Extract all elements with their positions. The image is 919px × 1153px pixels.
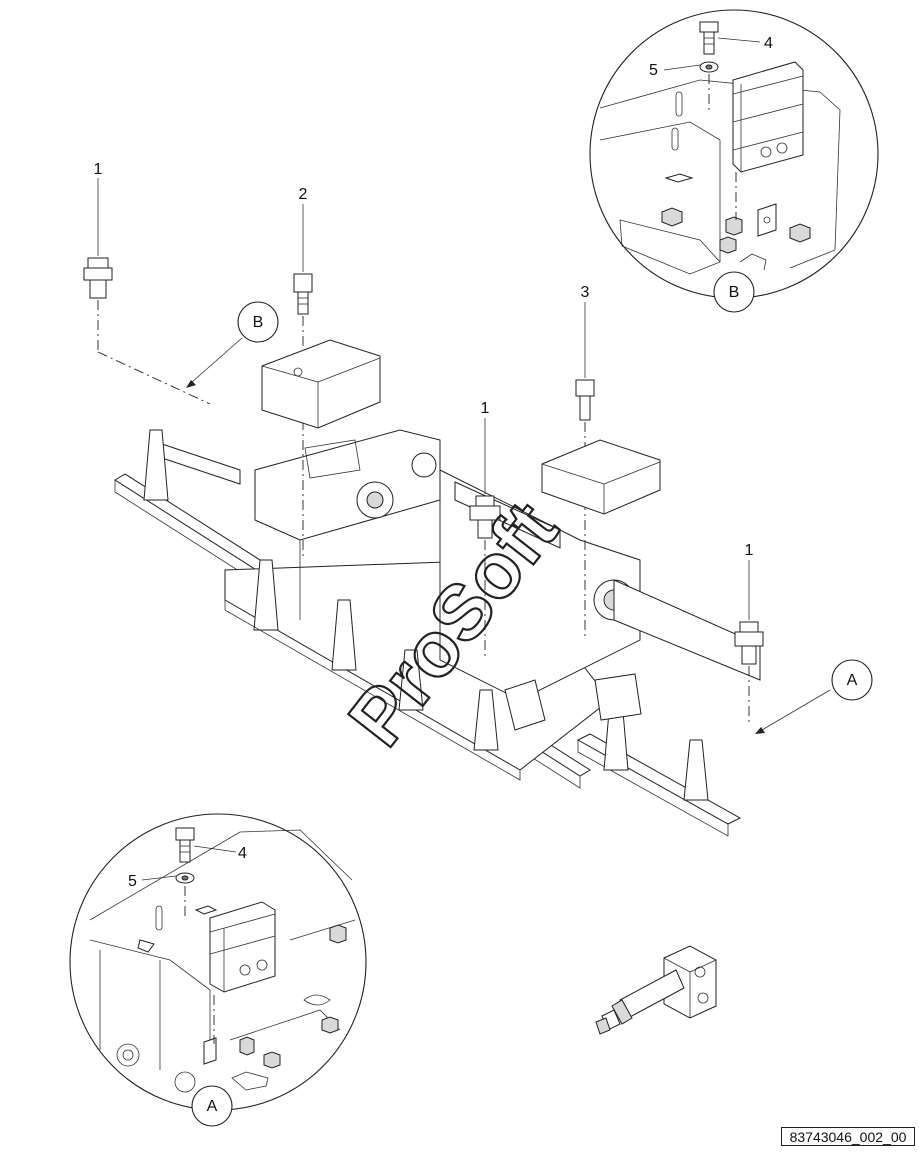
callout-1-right: 1 — [745, 542, 754, 559]
view-label-b: B — [253, 314, 264, 331]
view-arrow-a: A — [755, 659, 873, 734]
view-arrow-b: B — [186, 301, 279, 388]
detail-b-view: 4 5 B — [589, 9, 879, 313]
fitting-1-right: 1 — [734, 542, 764, 722]
fitting-1-center: 1 — [469, 400, 501, 660]
screw-3: 3 — [575, 284, 595, 640]
screw-2: 2 — [293, 186, 313, 560]
view-label-a: A — [847, 672, 858, 689]
detail-label-b: B — [729, 284, 740, 301]
document-number: 83743046_002_00 — [781, 1127, 915, 1146]
isolated-cylinder-component — [595, 945, 717, 1035]
callout-1-center: 1 — [481, 400, 490, 417]
callout-4-detail-a: 4 — [238, 845, 247, 862]
callout-5-detail-b: 5 — [649, 62, 658, 79]
block-2 — [261, 339, 381, 429]
fitting-1-left: 1 — [83, 161, 211, 405]
detail-label-a: A — [207, 1098, 218, 1115]
detail-a-view: 4 5 A — [69, 813, 367, 1127]
callout-3: 3 — [581, 284, 590, 301]
callout-4-detail-b: 4 — [764, 35, 773, 52]
callout-2: 2 — [299, 186, 308, 203]
callout-5-detail-a: 5 — [128, 873, 137, 890]
block-3 — [541, 439, 661, 515]
callout-1-left: 1 — [94, 161, 103, 178]
